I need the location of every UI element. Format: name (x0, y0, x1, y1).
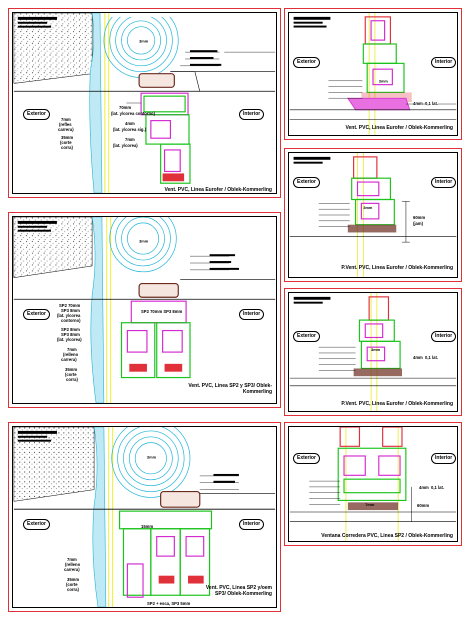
interior-label: Interior (431, 453, 457, 464)
dim-label: (lat. y/corea contorno) (111, 111, 155, 116)
section-drawing-3: 3mm (289, 153, 457, 277)
dim-label: SP2 8mm (61, 327, 80, 332)
exterior-label: Exterior (293, 57, 320, 68)
section-drawing-5: 3mm (289, 293, 457, 411)
section-drawing-2: 3mm (289, 13, 457, 135)
panel-caption: P.Vent. PVC, Linea Eurofer / Oblek-Komme… (341, 401, 453, 407)
dim-label: 60mm (413, 215, 426, 220)
dim-label: 4mm (413, 101, 423, 106)
dim-label: carrera) (64, 567, 80, 572)
dim-label: 35mm (65, 367, 78, 372)
drawing-area: 3mm Exterior Interior 15mm 7mm (12, 426, 277, 608)
panel-caption: Ventana Corredera PVC, Linea SP2 / Oblek… (321, 533, 453, 539)
dim-label: carrera) (61, 357, 77, 362)
dim-label: 60mm (417, 503, 430, 508)
section-drawing-7: 7mm (289, 427, 457, 541)
panel-caption: Vent. PVC, Linea SP2 y/oem SP3/ Oblek-Ko… (205, 585, 272, 597)
detail-panel-2: 3mm Exterior Interior 4mm 0,1 lat. Vent.… (284, 8, 462, 140)
drawing-area: 7mm Exterior Interior 4mm 0,1 lat. 60mm … (288, 426, 458, 542)
side-dim-label: (refles (59, 122, 72, 127)
dim-label: SP3 8mm (61, 332, 80, 337)
detail-panel-5: 3mm Exterior Interior 4mm 0,1 lat. P.Ven… (284, 288, 462, 416)
dim-label: SP3 8mm (61, 308, 80, 313)
detail-panel-3: 3mm Exterior Interior 60mm (jam) P.Vent.… (284, 148, 462, 282)
drawing-area: 3mm Exterior Interior 4mm 0,1 lat. P.Ven… (288, 292, 458, 412)
detail-panel-6: 3mm Exterior Interior 15mm 7mm (8, 422, 281, 612)
svg-text:3mm: 3mm (363, 205, 373, 210)
dim-label: 0,1 lat. (425, 355, 439, 360)
dim-label: 0,1 lat. (425, 101, 439, 106)
exterior-label: Exterior (23, 309, 50, 320)
svg-text:3mm: 3mm (139, 238, 149, 243)
dim-label: (relleno (63, 352, 79, 357)
svg-text:3mm: 3mm (147, 454, 157, 459)
interior-label: Interior (239, 109, 265, 120)
exterior-label: Exterior (293, 177, 320, 188)
dim-label: 70mm (119, 105, 132, 110)
interior-label: Interior (239, 519, 265, 530)
dim-label: (lat. y/corea) (57, 337, 82, 342)
side-dim-label: (corte (60, 140, 72, 145)
drawing-area: 3mm Exterior Interior SP2 70mm SP3 8mm S… (12, 216, 277, 404)
svg-text:3mm: 3mm (139, 38, 149, 43)
bottom-dim-label: SP2 + esca, SP3 5mm (147, 601, 191, 606)
dim-label: 7mm (125, 137, 135, 142)
detail-panel-7: 7mm Exterior Interior 4mm 0,1 lat. 60mm … (284, 422, 462, 546)
dim-label: corra) (67, 587, 79, 592)
detail-panel-4: 3mm Exterior Interior SP2 70mm SP3 8mm S… (8, 212, 281, 408)
dim-label: (jam) (413, 221, 424, 226)
dim-label: SP2 70mm (59, 303, 81, 308)
dim-label: 4mm (125, 121, 135, 126)
exterior-label: Exterior (23, 109, 50, 120)
dim-label: (lat. y/corea (57, 313, 81, 318)
dim-label: (corte (65, 372, 77, 377)
side-dim-label: corra) (61, 145, 73, 150)
drawing-area: 3mm Ext (12, 12, 277, 194)
dim-label: 7mm (67, 347, 77, 352)
svg-text:3mm: 3mm (371, 348, 381, 352)
dim-label: (lat. y/corea sig.) (113, 127, 147, 132)
exterior-label: Exterior (293, 453, 320, 464)
dim-label: 4mm (419, 485, 429, 490)
panel-caption: Vent. PVC, Linea Eurofer / Oblek-Kommerl… (164, 187, 272, 193)
interior-label: Interior (431, 177, 457, 188)
dim-label: contorno) (61, 318, 81, 323)
side-dim-label: 35mm (61, 135, 74, 140)
drawing-area: 3mm Exterior Interior 4mm 0,1 lat. Vent.… (288, 12, 458, 136)
dim-label: 4mm (413, 355, 423, 360)
svg-text:7mm: 7mm (365, 503, 375, 507)
side-dim-label: 7mm (61, 117, 71, 122)
glass-dim-label: SP2 70mm SP3 8mm (141, 309, 183, 314)
exterior-label: Exterior (293, 331, 320, 342)
dim-label: 7mm (67, 557, 77, 562)
dim-label: 0,1 lat. (431, 485, 445, 490)
panel-caption: Vent. PVC, Linea SP2 y SP3/ Oblek-Kommer… (188, 383, 272, 395)
panel-caption: Vent. PVC, Linea Eurofer / Oblek-Kommerl… (345, 125, 453, 131)
exterior-label: Exterior (23, 519, 50, 530)
interior-label: Interior (239, 309, 265, 320)
drawing-area: 3mm Exterior Interior 60mm (jam) P.Vent.… (288, 152, 458, 278)
section-drawing-6: 3mm (13, 427, 276, 607)
interior-label: Interior (431, 331, 457, 342)
section-drawing-1: 3mm (13, 13, 276, 193)
dim-label: (relleno (65, 562, 81, 567)
dim-label: (lat. y/corea) (113, 143, 138, 148)
dim-label: 35mm (67, 577, 80, 582)
section-drawing-4: 3mm (13, 217, 276, 403)
detail-panel-1: 3mm Ext (8, 8, 281, 198)
svg-text:3mm: 3mm (379, 79, 389, 84)
interior-label: Interior (431, 57, 457, 68)
dim-label: corra) (66, 377, 78, 382)
side-dim-label: carrera) (58, 127, 74, 132)
glass-dim-label: 15mm (141, 524, 154, 529)
dim-label: (corte (66, 582, 78, 587)
panel-caption: P.Vent. PVC, Linea Eurofer / Oblek-Komme… (341, 265, 453, 271)
